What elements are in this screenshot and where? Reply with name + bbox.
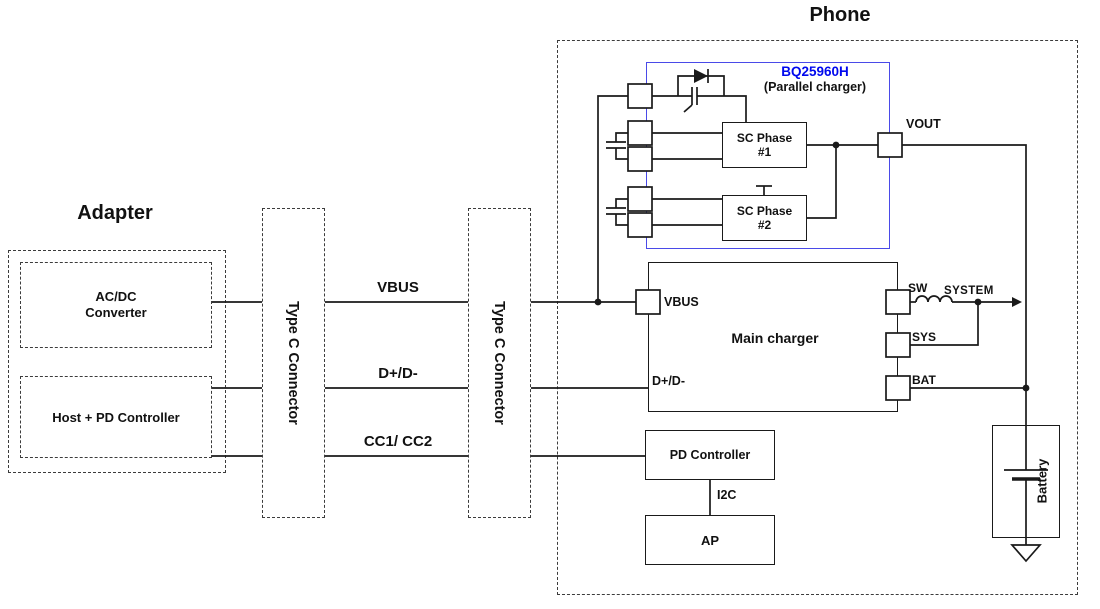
system-arrow-icon bbox=[1012, 297, 1022, 307]
type-c-connector-right-label: Type C Connector bbox=[491, 301, 507, 425]
pd-controller-label: PD Controller bbox=[669, 448, 751, 462]
battery-symbol-icon bbox=[1004, 469, 1048, 481]
acdc-label-line1: AC/DC bbox=[95, 288, 137, 304]
sys-pin-label: SYS bbox=[912, 330, 937, 344]
sc-phase-1-label: SC Phase bbox=[736, 130, 793, 145]
mc-pin-sys bbox=[885, 332, 911, 358]
mc-pin-vbus bbox=[635, 289, 661, 315]
i2c-label: I2C bbox=[717, 488, 737, 502]
phone-title: Phone bbox=[809, 4, 871, 26]
mc-pin-bat bbox=[885, 375, 911, 401]
data-bus-label: D+/D- bbox=[378, 365, 418, 382]
mc-data-pin-label: D+/D- bbox=[652, 374, 685, 388]
host-pd-controller-box: Host + PD Controller bbox=[20, 376, 212, 458]
bq-title: BQ25960H bbox=[781, 64, 849, 79]
ap-box: AP bbox=[645, 515, 775, 565]
bat-pin-label: BAT bbox=[912, 373, 936, 387]
bq-pin-cf1l bbox=[627, 146, 653, 172]
sc-phase-1-number: #1 bbox=[757, 145, 772, 159]
ground-icon bbox=[1010, 544, 1042, 563]
junction-vbus bbox=[594, 298, 602, 306]
wires bbox=[212, 95, 1027, 545]
cc-bus-label: CC1/ CC2 bbox=[363, 433, 433, 450]
wire-vbus-branch bbox=[597, 95, 628, 302]
sw-pin-label: SW bbox=[908, 281, 928, 295]
host-pd-label: Host + PD Controller bbox=[52, 409, 180, 425]
sc-phase-2-number: #2 bbox=[757, 218, 772, 232]
system-label: SYSTEM bbox=[944, 285, 994, 297]
bq-pin-cf1h bbox=[627, 120, 653, 146]
main-charger-title: Main charger bbox=[731, 330, 819, 346]
inductor-icon bbox=[915, 295, 953, 303]
sc-phase-2-label: SC Phase bbox=[736, 203, 793, 218]
pin-squares bbox=[627, 83, 911, 401]
sc-phase-2-box: SC Phase #2 bbox=[722, 195, 807, 241]
mc-pin-sw bbox=[885, 289, 911, 315]
vbus-bus-label: VBUS bbox=[377, 279, 419, 296]
acdc-converter-box: AC/DC Converter bbox=[20, 262, 212, 348]
junction-system bbox=[974, 298, 982, 306]
battery-label: Battery bbox=[1034, 458, 1050, 504]
adapter-title: Adapter bbox=[77, 202, 153, 224]
bq-pin-cf2h bbox=[627, 186, 653, 212]
wire-sc2-out bbox=[807, 145, 837, 219]
wire-fet-out bbox=[697, 95, 747, 122]
ap-label: AP bbox=[700, 532, 720, 548]
vout-label: VOUT bbox=[906, 117, 941, 131]
body-diode-icon bbox=[677, 69, 725, 96]
type-c-connector-right bbox=[468, 208, 531, 518]
mosfet-icon bbox=[683, 87, 698, 113]
adapter-boundary bbox=[8, 250, 226, 473]
acdc-label-line2: Converter bbox=[85, 305, 147, 320]
flying-cap-1-icon bbox=[606, 132, 628, 160]
bq-pin-cf2l bbox=[627, 212, 653, 238]
main-charger-box bbox=[648, 262, 898, 412]
junction-dots bbox=[594, 141, 1030, 392]
flying-cap-2-icon bbox=[606, 198, 628, 226]
wire-vout-rail bbox=[902, 144, 1027, 470]
sc-phase-1-box: SC Phase #1 bbox=[722, 122, 807, 168]
type-c-connector-left bbox=[262, 208, 325, 518]
bq-subtitle: (Parallel charger) bbox=[763, 80, 867, 94]
bq-pin-vout bbox=[877, 132, 903, 158]
bq-pin-vbus bbox=[627, 83, 653, 109]
junction-bat bbox=[1022, 384, 1030, 392]
phone-boundary bbox=[557, 40, 1078, 595]
junction-vout bbox=[832, 141, 840, 149]
sc2-terminal-icon bbox=[756, 185, 772, 195]
type-c-connector-left-label: Type C Connector bbox=[285, 301, 301, 425]
pd-controller-box: PD Controller bbox=[645, 430, 775, 480]
wire-sys bbox=[910, 302, 979, 346]
mc-vbus-pin-label: VBUS bbox=[664, 295, 699, 309]
